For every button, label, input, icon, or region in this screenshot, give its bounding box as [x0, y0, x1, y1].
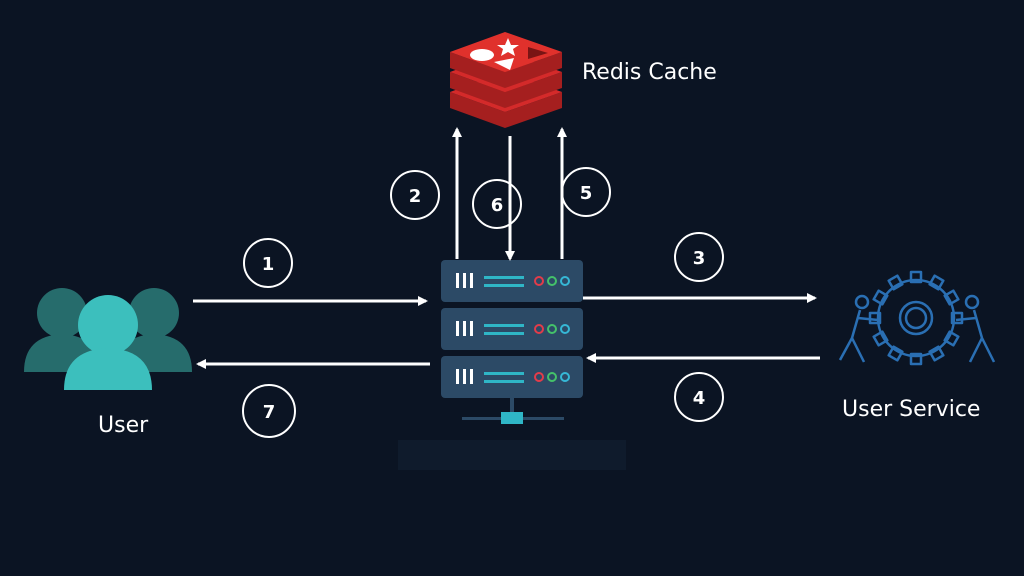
- step-badge-1: 1: [243, 238, 293, 288]
- user-service-label: User Service: [842, 397, 981, 422]
- step-badge-5: 5: [561, 167, 611, 217]
- step-label-1: 1: [262, 254, 275, 275]
- server-rack-icon: [398, 260, 626, 470]
- redis-cache-label: Redis Cache: [582, 60, 717, 85]
- redis-logo-icon: [450, 32, 562, 128]
- step-label-6: 6: [491, 195, 504, 216]
- step-label-5: 5: [580, 183, 593, 204]
- step-badge-3: 3: [674, 232, 724, 282]
- step-label-2: 2: [409, 186, 422, 207]
- step-label-4: 4: [693, 388, 706, 409]
- step-badge-2: 2: [390, 170, 440, 220]
- step-badge-6: 6: [472, 179, 522, 229]
- step-label-7: 7: [263, 402, 276, 423]
- user-label: User: [98, 413, 149, 438]
- step-label-3: 3: [693, 248, 706, 269]
- step-badges: 1 2 3 4 5 6 7: [242, 167, 724, 438]
- gear-workers-icon: [838, 270, 996, 366]
- users-group-icon: [24, 288, 192, 390]
- step-badge-4: 4: [674, 372, 724, 422]
- step-badge-7: 7: [242, 384, 296, 438]
